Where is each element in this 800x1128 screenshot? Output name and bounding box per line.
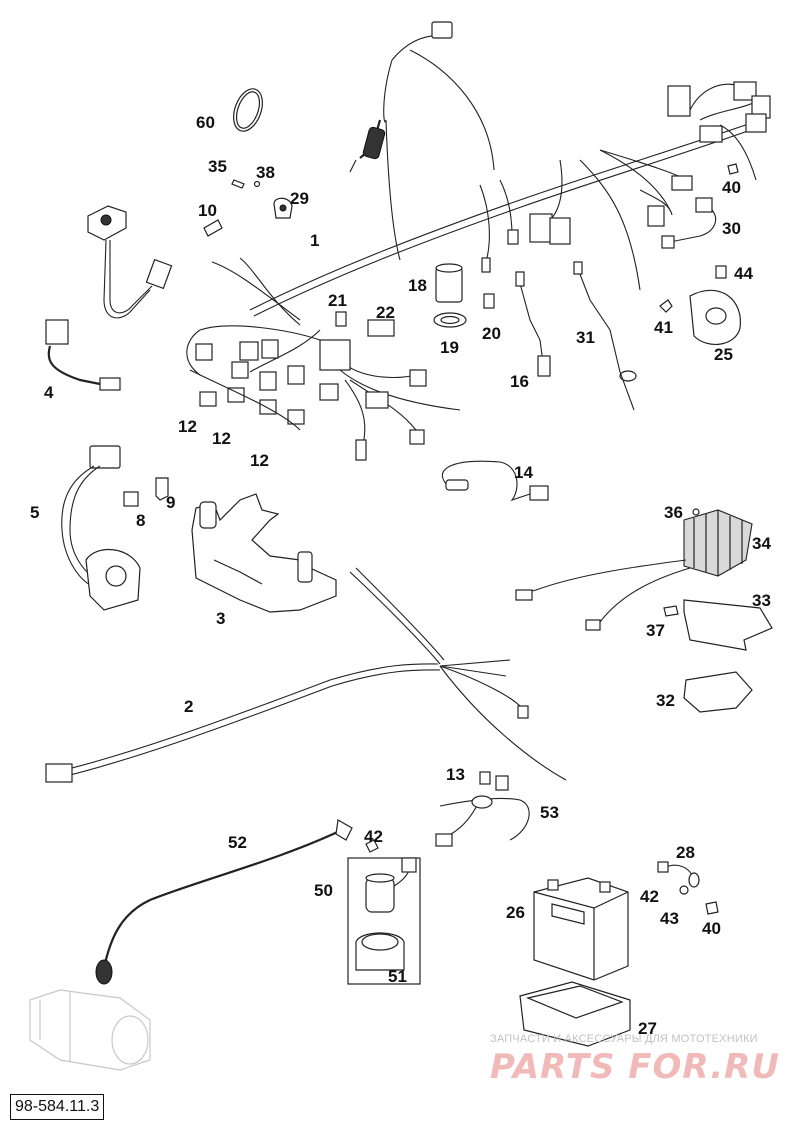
label-9: 9 — [166, 493, 175, 512]
label-40-b: 40 — [702, 919, 721, 938]
label-25: 25 — [714, 345, 733, 364]
label-21: 21 — [328, 291, 347, 310]
drawing-code: 98-584.11.3 — [10, 1094, 105, 1120]
main-wiring-harness — [186, 21, 771, 461]
label-44: 44 — [734, 264, 753, 283]
label-36: 36 — [664, 503, 683, 522]
battery-cable — [657, 861, 719, 915]
part-number-labels: 60 35 38 29 10 1 40 30 44 41 25 18 21 22… — [30, 113, 771, 1038]
label-14: 14 — [514, 463, 533, 482]
label-12-c: 12 — [250, 451, 269, 470]
label-8: 8 — [136, 511, 145, 530]
label-12-a: 12 — [178, 417, 197, 436]
label-42-b: 42 — [640, 887, 659, 906]
label-60: 60 — [196, 113, 215, 132]
voltage-regulator — [515, 508, 773, 713]
cable-tie — [233, 88, 263, 132]
label-40: 40 — [722, 178, 741, 197]
relay-parts — [335, 263, 495, 337]
label-20: 20 — [482, 324, 501, 343]
label-32: 32 — [656, 691, 675, 710]
starter-cable — [29, 819, 379, 1071]
battery-box — [519, 981, 631, 1047]
label-41: 41 — [654, 318, 673, 337]
label-1: 1 — [310, 231, 319, 250]
fuse-harness — [435, 771, 530, 847]
label-50: 50 — [314, 881, 333, 900]
label-38: 38 — [256, 163, 275, 182]
sensor-cable — [441, 460, 549, 502]
label-30: 30 — [722, 219, 741, 238]
label-27: 27 — [638, 1019, 657, 1038]
label-12-b: 12 — [212, 429, 231, 448]
label-4: 4 — [44, 383, 54, 402]
label-35: 35 — [208, 157, 227, 176]
switch-cable-assembly — [45, 205, 173, 391]
horn-and-connectors — [659, 163, 741, 345]
small-fasteners — [203, 179, 293, 237]
watermark-tagline: ЗАПЧАСТИ И АКСЕССУАРЫ ДЛЯ МОТОТЕХНИКИ — [490, 1033, 758, 1045]
battery — [533, 877, 629, 981]
coil-assembly — [347, 857, 421, 985]
handlebar-switch — [61, 445, 141, 611]
label-52: 52 — [228, 833, 247, 852]
label-28: 28 — [676, 843, 695, 862]
small-relays — [123, 477, 169, 507]
label-51: 51 — [388, 967, 407, 986]
label-33: 33 — [752, 591, 771, 610]
label-18: 18 — [408, 276, 427, 295]
watermark-brand: PARTS FOR.RU — [490, 1047, 780, 1087]
label-37: 37 — [646, 621, 665, 640]
label-3: 3 — [216, 609, 225, 628]
secondary-harness — [45, 567, 567, 783]
label-29: 29 — [290, 189, 309, 208]
label-31: 31 — [576, 328, 595, 347]
label-16: 16 — [510, 372, 529, 391]
label-5: 5 — [30, 503, 39, 522]
label-53: 53 — [540, 803, 559, 822]
sensors — [515, 261, 637, 411]
label-2: 2 — [184, 697, 193, 716]
electrical-bracket — [191, 493, 337, 613]
label-42-a: 42 — [364, 827, 383, 846]
label-19: 19 — [440, 338, 459, 357]
label-34: 34 — [752, 534, 771, 553]
label-13: 13 — [446, 765, 465, 784]
label-26: 26 — [506, 903, 525, 922]
label-22: 22 — [376, 303, 395, 322]
label-43: 43 — [660, 909, 679, 928]
label-10: 10 — [198, 201, 217, 220]
